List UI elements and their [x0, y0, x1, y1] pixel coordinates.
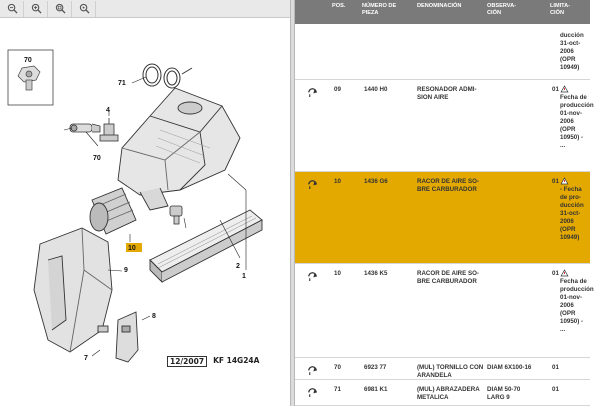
callout-7: 7	[84, 355, 88, 362]
row-description: (MUL) ABRAZADERA METALICA	[417, 386, 480, 401]
callout-9: 9	[124, 267, 128, 274]
row-limitation: 01 - Fecha de pro-ducción 31-oct-2006 (O…	[552, 177, 588, 242]
header-obs[interactable]: OBSERVA-CIÓN	[487, 3, 517, 16]
diagram-pane: 70 71 4 70 1 10 9 2 8 7 12/2007 KF 14G24…	[0, 0, 290, 406]
row-pos: 10	[334, 178, 341, 185]
row-part-number: 1436 G6	[364, 178, 388, 185]
header-pos[interactable]: POS.	[332, 3, 346, 9]
warning-icon	[560, 269, 569, 277]
bracket-drawing	[97, 311, 139, 363]
hose-small-drawing	[69, 123, 101, 133]
zoom-fit-icon	[55, 3, 66, 14]
row-pos: 70	[334, 364, 341, 371]
zoom-reset-icon	[79, 3, 90, 14]
row-limitation-text: Fecha de producción 01-nov-2006 (OPR 109…	[560, 278, 594, 333]
row-quantity: 01	[552, 386, 559, 393]
callout-labels: 70 71 4 70 1 10 9 2 8 7	[24, 57, 246, 362]
cart-add-icon[interactable]	[307, 86, 319, 98]
callout-1: 1	[242, 273, 246, 280]
cart-add-icon[interactable]	[307, 386, 319, 398]
callout-10-highlight	[126, 243, 142, 252]
row-description: RACOR DE AIRE SO-BRE CARBURADOR	[417, 178, 479, 193]
parts-table: POS. NÚMERO DE PIEZA DENOMINACIÓN OBSERV…	[295, 0, 594, 406]
row-limitation-text: ducción 31-oct-2006 (OPR 10949)	[560, 32, 584, 71]
table-row[interactable]: 71 6981 K1 (MUL) ABRAZADERA METALICA DIAM 5…	[295, 380, 590, 406]
header-num[interactable]: NÚMERO DE PIEZA	[362, 3, 397, 16]
row-description: (MUL) TORNILLO CON ARANDELA	[417, 364, 484, 379]
table-row[interactable]: 10 1436 K5 RACOR DE AIRE SO-BRE CARBURADOR…	[295, 264, 594, 358]
row-limitation: 01	[552, 364, 588, 372]
row-limitation: ducción 31-oct-2006 (OPR 10949)	[552, 32, 588, 72]
zoom-in-button[interactable]	[26, 0, 48, 17]
row-limitation-text: Fecha de producción 01-nov-2006 (OPR 109…	[560, 94, 594, 149]
row-limitation: 01	[552, 386, 588, 394]
row-part-number: 1436 K5	[364, 270, 388, 277]
lower-airbox-drawing	[33, 227, 113, 353]
pane-splitter[interactable]	[290, 0, 295, 406]
callout-2: 2	[236, 263, 240, 270]
table-row[interactable]: 10 1436 G6 RACOR DE AIRE SO-BRE CARBURADOR…	[295, 172, 590, 264]
row-description: RESONADOR ADMI-SION AIRE	[417, 86, 477, 101]
callout-70: 70	[93, 155, 101, 162]
header-lim[interactable]: LIMITA-CIÓN	[550, 3, 571, 16]
callout-8: 8	[152, 313, 156, 320]
row-part-number: 6923 77	[364, 364, 387, 371]
fitting-drawing	[169, 205, 183, 225]
rubber-duct-drawing	[89, 187, 137, 235]
row-quantity: 01	[552, 178, 559, 185]
row-part-number: 6981 K1	[364, 386, 388, 393]
row-part-number: 1440 H0	[364, 86, 388, 93]
zoom-in-icon	[31, 3, 42, 14]
table-row[interactable]: 09 1440 H0 RESONADOR ADMI-SION AIRE 01 Fech…	[295, 80, 594, 172]
header-desc[interactable]: DENOMINACIÓN	[417, 3, 462, 9]
stamp-date: 12/2007	[167, 356, 208, 367]
sensor-drawing	[99, 118, 119, 142]
row-description: RACOR DE AIRE SO-BRE CARBURADOR	[417, 270, 479, 285]
row-observation: DIAM 50-70 LARG 9	[487, 386, 521, 401]
cart-add-icon[interactable]	[307, 270, 319, 282]
row-observation: DIAM 6X100-16	[487, 364, 532, 371]
bolt-drawing	[17, 65, 41, 91]
row-limitation: 01 Fecha de producción 01-nov-2006 (OPR …	[552, 85, 594, 150]
parts-diagram: 70 71 4 70 1 10 9 2 8 7	[7, 49, 263, 363]
warning-icon	[560, 177, 569, 185]
callout-4: 4	[106, 107, 110, 114]
warning-icon	[560, 85, 569, 93]
row-pos: 09	[334, 86, 341, 93]
cart-add-icon[interactable]	[307, 178, 319, 190]
table-header: POS. NÚMERO DE PIEZA DENOMINACIÓN OBSERV…	[295, 0, 590, 24]
zoom-out-button[interactable]	[2, 0, 24, 17]
leader-lines	[63, 76, 247, 357]
row-pos: 71	[334, 386, 341, 393]
zoom-reset-button[interactable]	[74, 0, 96, 17]
stamp-code: KF 14G24A	[213, 356, 260, 365]
callout-10: 10	[128, 245, 136, 252]
callout-70-inset: 70	[24, 57, 32, 64]
row-quantity: 01	[552, 364, 559, 371]
cart-add-icon[interactable]	[307, 364, 319, 376]
airbox-drawing	[117, 87, 241, 211]
table-row[interactable]: ducción 31-oct-2006 (OPR 10949)	[295, 24, 590, 80]
row-limitation-text: - Fecha de pro-ducción 31-oct-2006 (OPR …	[560, 186, 584, 241]
row-pos: 10	[334, 270, 341, 277]
callout-71: 71	[118, 80, 126, 87]
filter-element-drawing	[149, 209, 263, 284]
row-limitation: 01 Fecha de producción 01-nov-2006 (OPR …	[552, 269, 594, 334]
row-quantity: 01	[552, 270, 559, 277]
diagram-stamp: 12/2007 KF 14G24A	[167, 356, 259, 367]
clamp-ring-drawing	[142, 63, 193, 89]
zoom-out-icon	[7, 3, 18, 14]
diagram-toolbar	[0, 0, 290, 18]
row-quantity: 01	[552, 86, 559, 93]
zoom-fit-button[interactable]	[50, 0, 72, 17]
